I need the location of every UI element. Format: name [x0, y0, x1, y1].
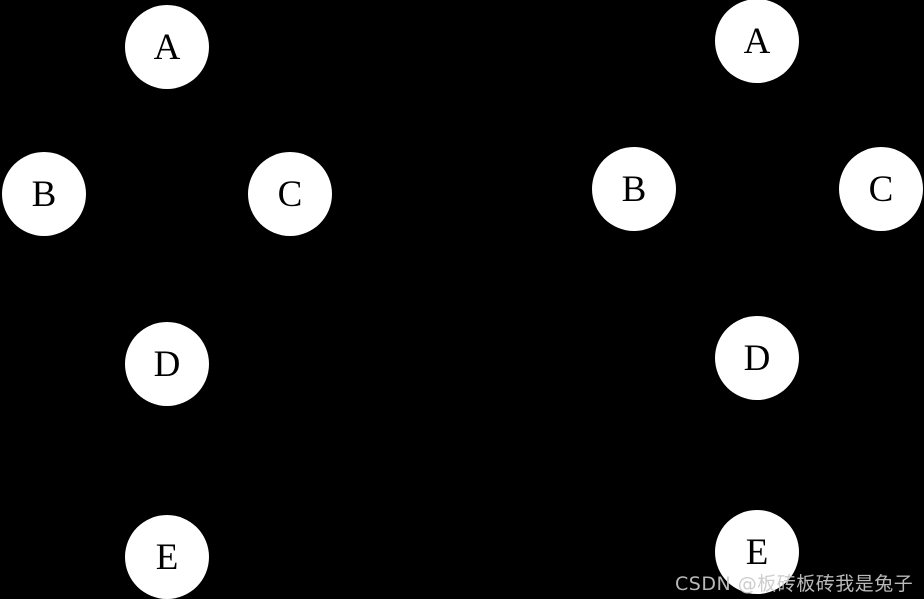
node-label: C	[277, 173, 303, 215]
node-label: D	[153, 343, 181, 385]
graph-node-e[interactable]: E	[125, 515, 209, 599]
node-label: E	[155, 536, 179, 578]
node-label: B	[31, 173, 57, 215]
graph-node-b[interactable]: B	[2, 152, 86, 236]
graph-node-c[interactable]: C	[248, 152, 332, 236]
graph-node-e[interactable]: E	[715, 510, 799, 594]
graph-node-a[interactable]: A	[125, 5, 209, 89]
graph-node-d[interactable]: D	[125, 322, 209, 406]
node-label: A	[153, 26, 181, 68]
